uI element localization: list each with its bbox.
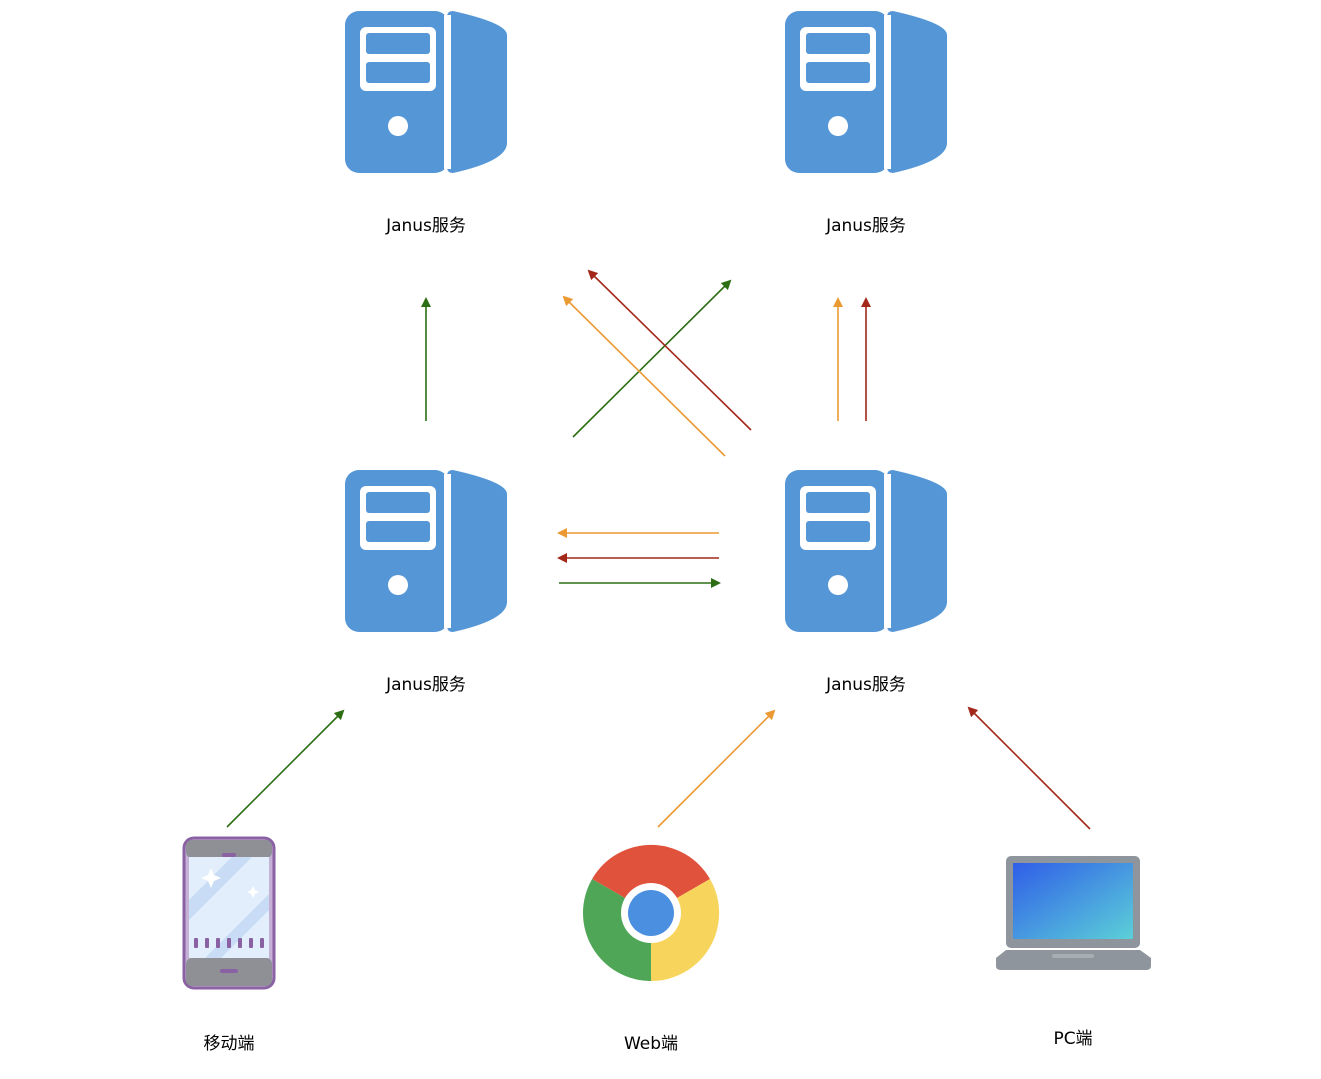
client-label-web: Web端 — [623, 1034, 679, 1054]
arrow-mid-right-to-top-left-red — [587, 269, 752, 431]
client-label-pc: PC端 — [1053, 1029, 1093, 1049]
laptop-icon — [996, 856, 1151, 970]
client-to-server-arrows — [226, 706, 1091, 830]
arrow-mid-left-to-top-right — [572, 279, 732, 438]
server-icon-top-right — [785, 11, 947, 173]
server-icon-mid-right — [785, 470, 947, 632]
mobile-phone-icon — [182, 836, 276, 990]
arrow-web-to-mid-right — [657, 709, 776, 828]
arrow-mid-right-to-top-left-orange — [562, 295, 726, 457]
server-label-mid-right: Janus服务 — [826, 675, 906, 695]
server-icon-top-left — [345, 11, 507, 173]
client-label-mobile: 移动端 — [203, 1034, 255, 1054]
server-label-top-left: Janus服务 — [386, 216, 466, 236]
server-icon-mid-left — [345, 470, 507, 632]
arrow-pc-to-mid-right — [967, 706, 1091, 830]
server-to-server-arrows — [421, 269, 871, 588]
chrome-browser-icon — [582, 844, 720, 982]
arrow-mobile-to-mid-left — [226, 709, 345, 828]
server-label-mid-left: Janus服务 — [386, 675, 466, 695]
server-label-top-right: Janus服务 — [826, 216, 906, 236]
